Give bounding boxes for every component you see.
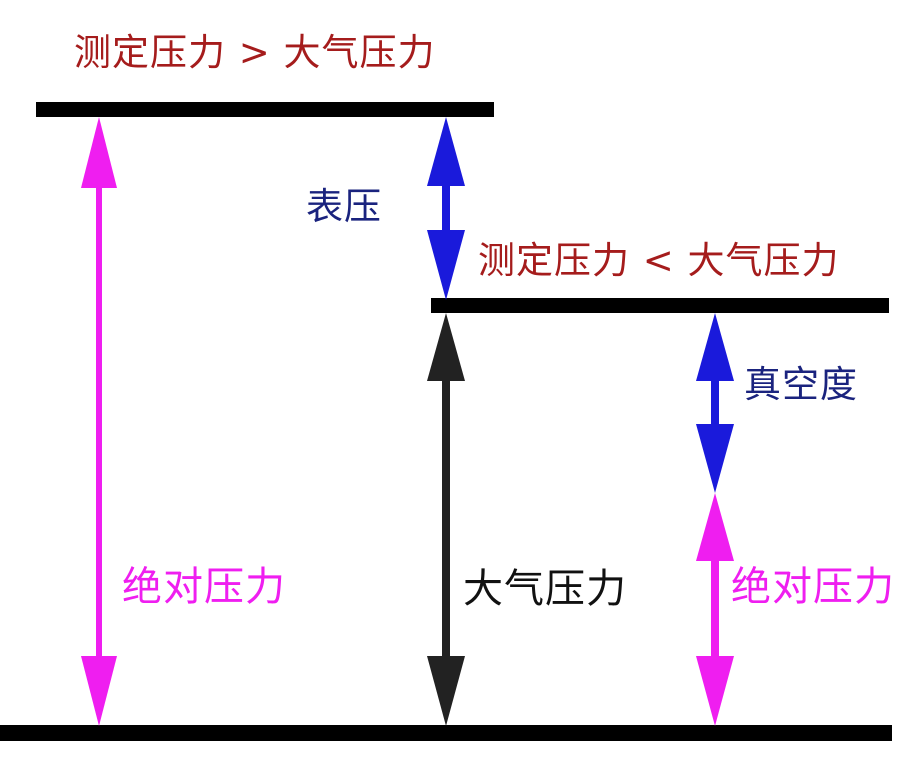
measured-pressure-high-level-line: [36, 102, 494, 117]
absolute-pressure-left-arrow: [81, 117, 117, 726]
vacuum-arrow: [696, 313, 734, 493]
absolute-pressure-right-label: 绝对压力: [731, 564, 895, 610]
gauge-pressure-label: 表压: [306, 185, 382, 228]
atmospheric-pressure-label: 大气压力: [463, 566, 627, 612]
measured-less-than-atmospheric-label: 测定压力 < 大气压力: [478, 239, 840, 282]
atmospheric-pressure-arrow: [427, 313, 465, 726]
absolute-zero-baseline: [0, 725, 892, 741]
absolute-pressure-right-arrow: [696, 493, 734, 726]
measured-pressure-low-level-line: [431, 298, 889, 313]
measured-greater-than-atmospheric-label: 测定压力 > 大气压力: [74, 31, 436, 74]
absolute-pressure-left-label: 绝对压力: [122, 564, 286, 610]
gauge-pressure-arrow: [427, 117, 465, 300]
vacuum-label: 真空度: [744, 363, 858, 406]
